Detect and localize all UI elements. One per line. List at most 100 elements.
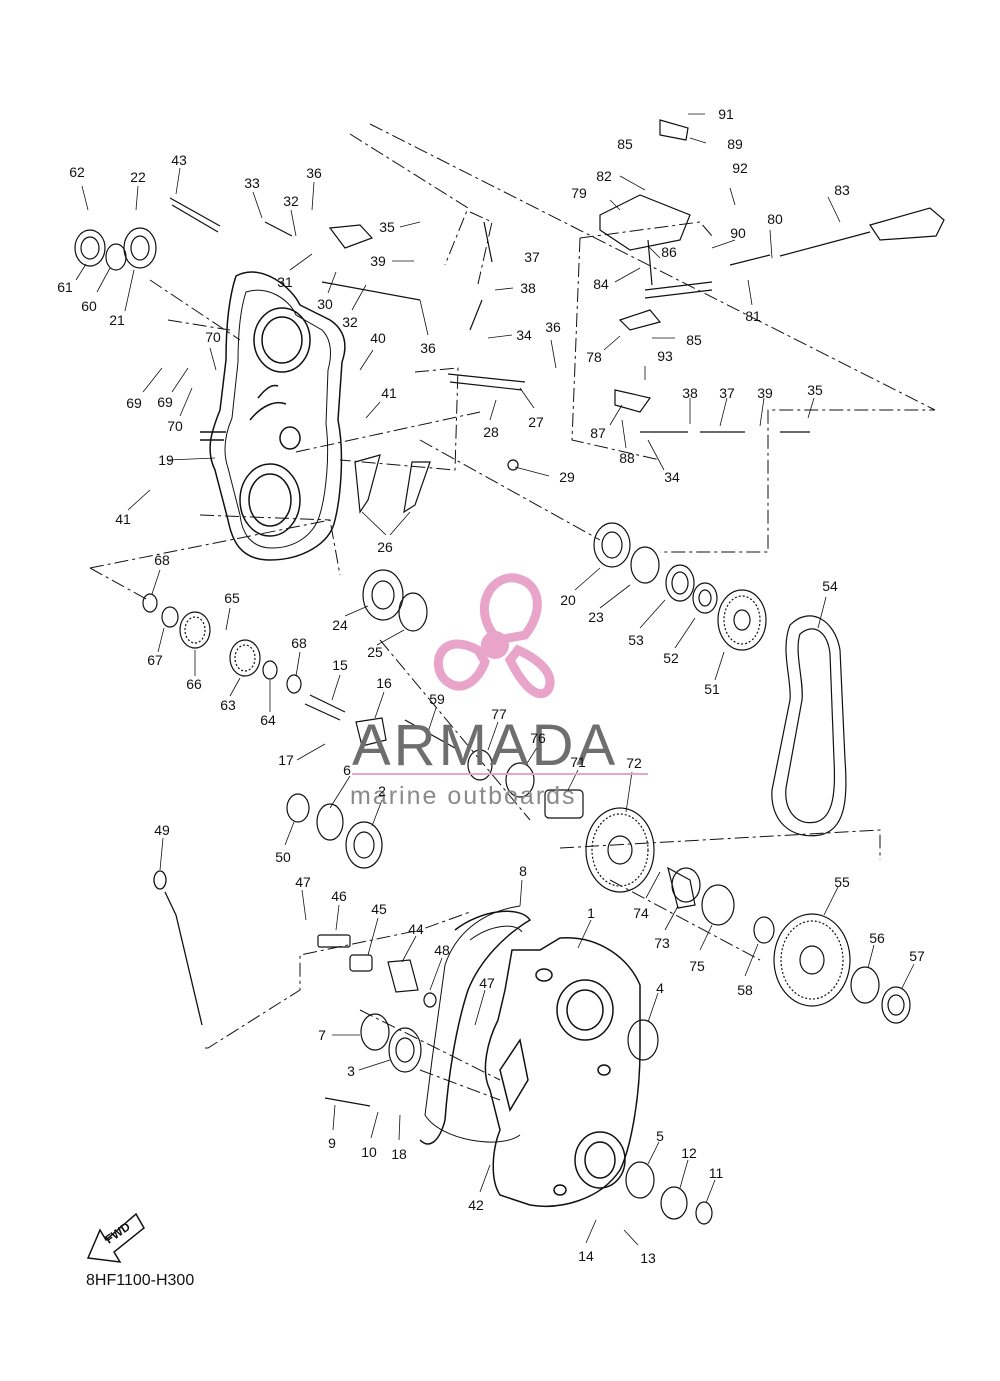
callout-label: 35 [807, 382, 823, 398]
callout-label: 68 [291, 635, 307, 651]
callout-label: 56 [869, 930, 885, 946]
callout-label: 76 [530, 730, 546, 746]
callout-label: 37 [719, 385, 735, 401]
callout-label: 81 [745, 308, 761, 324]
callout-label: 74 [633, 905, 649, 921]
propeller-logo [352, 573, 648, 775]
callout-label: 28 [483, 424, 499, 440]
callout-label: 39 [370, 253, 386, 269]
callout-label: 67 [147, 652, 163, 668]
callout-label: 80 [767, 211, 783, 227]
callout-label: 48 [434, 942, 450, 958]
lower-case [419, 910, 641, 1207]
callout-label: 34 [664, 469, 680, 485]
callout-label: 51 [704, 681, 720, 697]
callout-label: 57 [909, 948, 925, 964]
watermark-title: ARMADA [352, 713, 619, 778]
callout-label: 38 [682, 385, 698, 401]
callout-label: 4 [656, 980, 664, 996]
callout-label: 82 [596, 168, 612, 184]
callout-label: 72 [626, 755, 642, 771]
callout-label: 47 [295, 874, 311, 890]
callout-label: 68 [154, 552, 170, 568]
diagram-code: 8HF1100-H300 [86, 1272, 195, 1289]
upper-case-cover [200, 271, 346, 561]
callout-label: 66 [186, 676, 202, 692]
callout-label: 62 [69, 164, 85, 180]
callout-label: 91 [718, 106, 734, 122]
small-parts [169, 119, 945, 1107]
callout-label: 16 [376, 675, 392, 691]
watermark-subtitle: marine outboards [350, 782, 577, 810]
callout-label: 36 [545, 319, 561, 335]
callout-label: 29 [559, 469, 575, 485]
callout-label: 38 [520, 280, 536, 296]
callout-label: 89 [727, 136, 743, 152]
callout-label: 39 [757, 385, 773, 401]
callout-label: 88 [619, 450, 635, 466]
callout-label: 84 [593, 276, 609, 292]
callout-label: 71 [570, 754, 586, 770]
callout-label: 54 [822, 578, 838, 594]
callout-label: 86 [661, 244, 677, 260]
callout-label: 30 [317, 296, 333, 312]
callout-label: 69 [126, 395, 142, 411]
gasket [424, 905, 521, 1143]
callout-label: 90 [730, 225, 746, 241]
callout-label: 34 [516, 327, 532, 343]
callout-label: 49 [154, 822, 170, 838]
callout-label: 45 [371, 901, 387, 917]
callout-label: 26 [377, 539, 393, 555]
callout-label: 79 [571, 185, 587, 201]
callout-label: 64 [260, 712, 276, 728]
callout-label: 93 [657, 348, 673, 364]
callout-label: 69 [157, 394, 173, 410]
callout-label: 41 [115, 511, 131, 527]
callout-label: 59 [429, 691, 445, 707]
callout-label: 2 [378, 783, 386, 799]
callout-label: 65 [224, 590, 240, 606]
drive-chain [771, 615, 847, 837]
callout-label: 13 [640, 1250, 656, 1266]
callout-label: 40 [370, 330, 386, 346]
callout-label: 27 [528, 414, 544, 430]
leader-lines [75, 113, 915, 1246]
callout-label: 75 [689, 958, 705, 974]
callout-label: 41 [381, 385, 397, 401]
callout-label: 92 [732, 160, 748, 176]
callout-label: 22 [130, 169, 146, 185]
callout-label: 5 [656, 1128, 664, 1144]
callout-label: 70 [205, 329, 221, 345]
callout-label: 70 [167, 418, 183, 434]
callout-label: 7 [318, 1027, 326, 1043]
callout-label: 83 [834, 182, 850, 198]
callout-label: 32 [283, 193, 299, 209]
callout-label: 25 [367, 644, 383, 660]
callout-label: 32 [342, 314, 358, 330]
callout-label: 10 [361, 1144, 377, 1160]
fwd-arrow-icon [86, 1212, 145, 1263]
callout-label: 47 [479, 975, 495, 991]
callout-label: 11 [708, 1165, 724, 1181]
callout-label: 36 [306, 165, 322, 181]
callout-label: 58 [737, 982, 753, 998]
callout-label: 37 [524, 249, 540, 265]
callout-label: 21 [109, 312, 125, 328]
callout-label: 8 [519, 863, 527, 879]
callout-label: 53 [628, 632, 644, 648]
gears [179, 589, 851, 1007]
callout-label: 87 [590, 425, 606, 441]
callout-label: 6 [343, 762, 351, 778]
callout-label: 42 [468, 1197, 484, 1213]
callout-label: 1 [587, 905, 595, 921]
callout-label: 17 [278, 752, 294, 768]
callout-label: 24 [332, 617, 348, 633]
callout-label: 15 [332, 657, 348, 673]
callout-label: 61 [57, 279, 73, 295]
dipstick [153, 870, 203, 1026]
callout-label: 9 [328, 1135, 336, 1151]
callout-label: 63 [220, 697, 236, 713]
callout-label: 55 [834, 874, 850, 890]
callout-label: 33 [244, 175, 260, 191]
callout-label: 43 [171, 152, 187, 168]
